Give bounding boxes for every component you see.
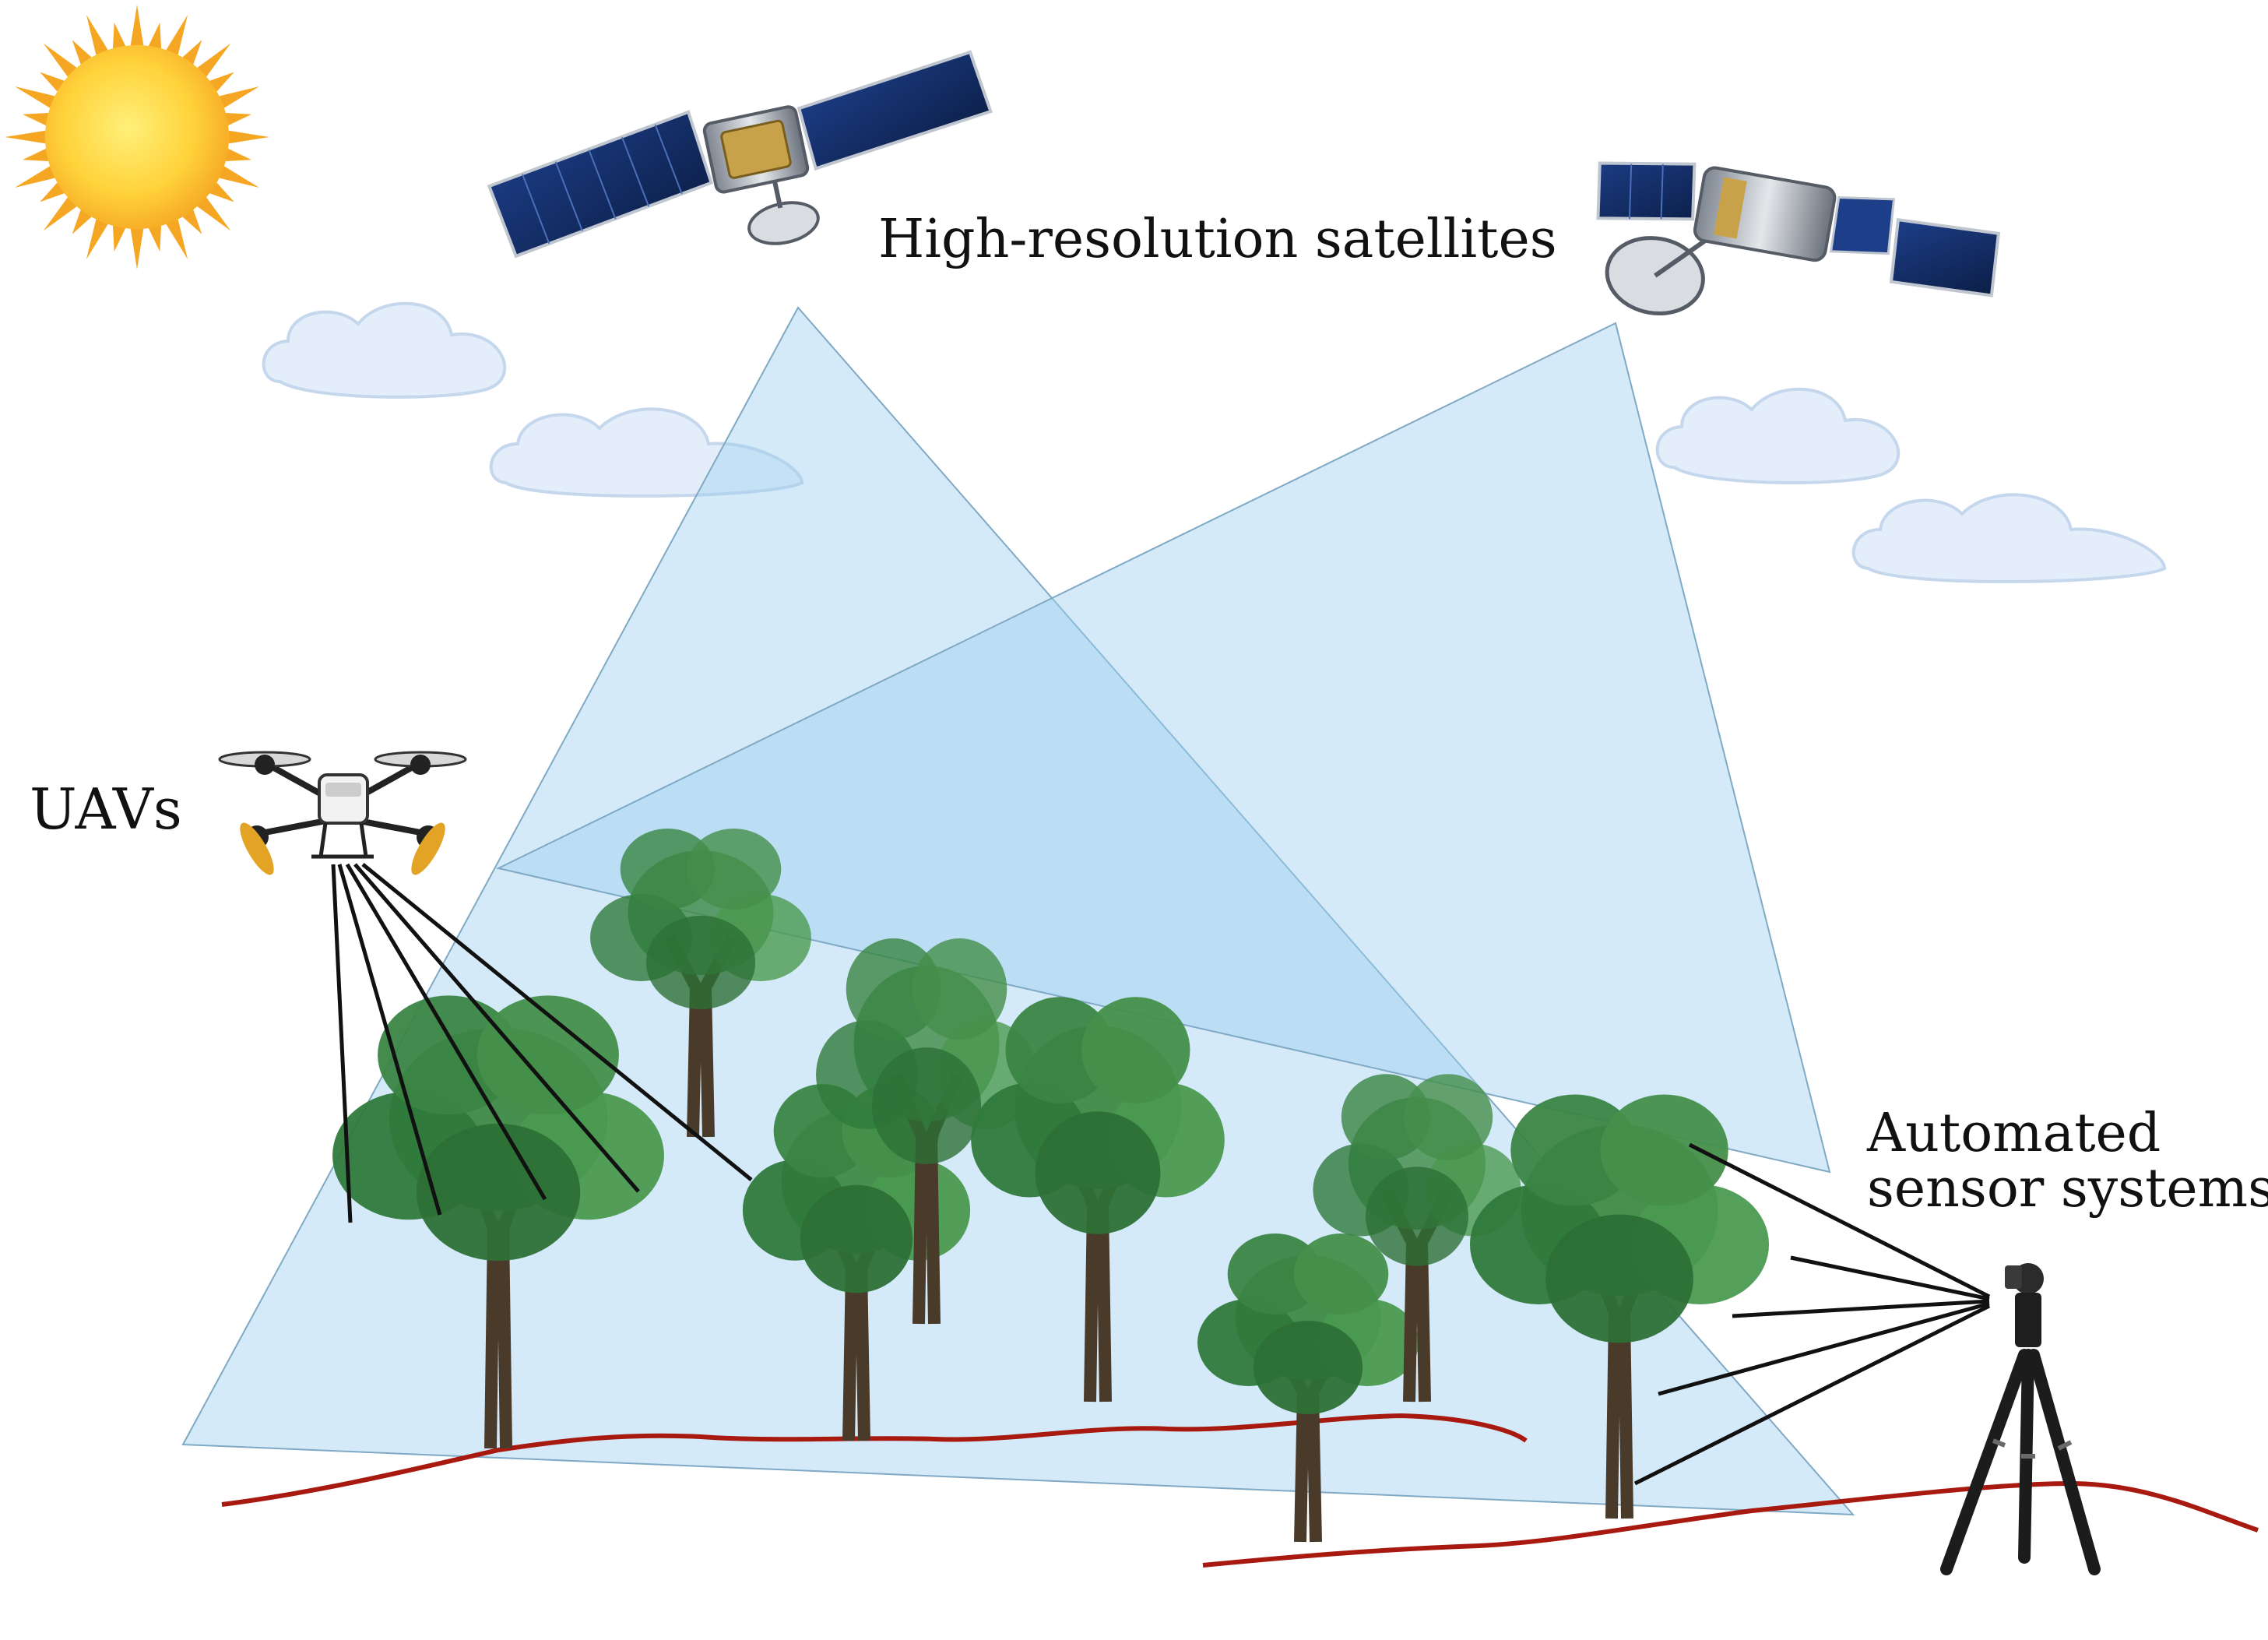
tree-icon bbox=[816, 938, 1037, 1325]
sensor-label-line2: sensor systems bbox=[1867, 1158, 2268, 1220]
tree-icon bbox=[1469, 1094, 1770, 1519]
cloud-icon bbox=[1655, 387, 1901, 484]
tree-icon bbox=[332, 995, 664, 1449]
satellite-icon bbox=[487, 50, 993, 259]
uavs-label: UAVs bbox=[30, 776, 182, 842]
uav-sensing-lines bbox=[331, 863, 753, 1223]
sensor-lines bbox=[1633, 1142, 1991, 1486]
sensor-label-line1: Automated bbox=[1867, 1103, 2161, 1164]
ground-line-back bbox=[221, 1413, 1528, 1507]
tripod-sensor-icon bbox=[1940, 1263, 2101, 1575]
tree-icon bbox=[1197, 1234, 1419, 1543]
satellites-label: High-resolution satellites bbox=[878, 209, 1557, 270]
drone-icon bbox=[218, 751, 467, 875]
cloud-icon bbox=[1851, 493, 2167, 583]
tree-icon bbox=[590, 829, 811, 1138]
cloud-icon bbox=[489, 407, 804, 498]
ground-line-front bbox=[1202, 1480, 2259, 1568]
tree-icon bbox=[1313, 1074, 1521, 1402]
sun-icon bbox=[5, 5, 269, 269]
cloud-icon bbox=[262, 301, 507, 399]
tree-row bbox=[332, 829, 1770, 1543]
satellite-icon bbox=[1596, 161, 2001, 316]
tree-icon bbox=[971, 997, 1225, 1402]
sensor-systems-label: Automated sensor systems bbox=[1867, 1106, 2268, 1217]
